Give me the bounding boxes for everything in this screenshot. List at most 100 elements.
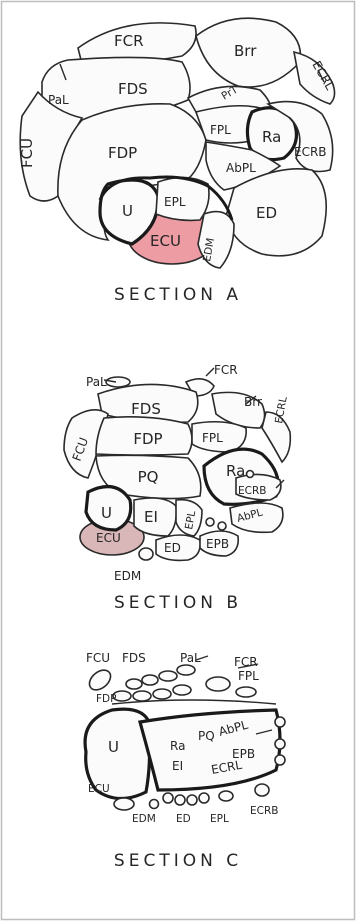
section-c-tendon [172, 684, 192, 696]
section-a-label-ed: ED [256, 204, 277, 222]
section-b-epb-muscle [199, 530, 240, 557]
section-a-label-brr: Brr [234, 42, 257, 60]
section-c-label-u: U [108, 738, 119, 756]
section-a: FCR Brr ECRL PaL FDS PrT FCU FPL Ra FDP … [18, 17, 337, 305]
section-c-label-edm: EDM [132, 813, 156, 825]
section-c-label-pq: PQ [198, 729, 215, 743]
section-c-tendon [158, 670, 178, 682]
section-b-label-pq: PQ [138, 468, 159, 486]
section-c: FCU FDS PaL FCR FPL FDP U Ra PQ AbPL EPB… [83, 651, 286, 871]
section-b-fdp-muscle [95, 416, 193, 456]
section-c-tendon [274, 738, 286, 750]
section-b-label-brr: Brr [244, 395, 262, 409]
section-a-label-epl: EPL [164, 195, 186, 209]
section-c-label-pal: PaL [180, 651, 201, 665]
section-a-ecrl-muscle [292, 50, 336, 105]
section-b-ecrl-muscle [261, 411, 292, 464]
section-a-label-fdp: FDP [108, 144, 137, 162]
section-c-fcu-muscle [88, 669, 112, 691]
section-a-u-bone [98, 178, 160, 246]
section-c-label-fdp: FDP [96, 693, 116, 705]
section-c-abpl-pointer [255, 729, 273, 735]
section-c-fcr-tendon [205, 676, 231, 692]
section-b-tendon [217, 521, 227, 531]
section-b-label-epb: EPB [206, 537, 229, 551]
section-c-label-ecrl: ECRL [210, 758, 243, 777]
section-b-label-ed: ED [164, 541, 181, 555]
section-c-ecu-tendon [113, 797, 135, 811]
section-c-tendon [186, 794, 198, 806]
section-c-epl-tendon [218, 790, 234, 802]
section-c-ecrb-tendon [254, 783, 270, 797]
section-b-fcu-muscle [63, 409, 109, 479]
section-c-tendon [274, 716, 286, 728]
section-a-label-u: U [122, 202, 133, 220]
section-b-label-fdp: FDP [133, 430, 162, 448]
section-c-tendon [132, 690, 152, 702]
section-a-label-ra: Ra [262, 128, 281, 146]
section-a-dorsal-contour [98, 175, 234, 221]
section-b-label-edm: EDM [114, 569, 141, 583]
section-b-label-u: U [101, 504, 112, 522]
section-a-label-ecu: ECU [150, 232, 181, 250]
section-c-label-fcu: FCU [86, 651, 110, 665]
section-c-label-ecu: ECU [88, 783, 110, 795]
section-b-label-pal: PaL [86, 375, 107, 389]
section-b-tendon [205, 517, 215, 527]
section-c-tendon [174, 794, 186, 806]
section-b: PaL FCR FDS Brr ECRL FCU FDP FPL PQ Ra E… [63, 363, 292, 613]
section-c-tendon [152, 688, 172, 700]
section-a-label-fcu: FCU [18, 138, 36, 168]
section-c-label-fds: FDS [122, 651, 146, 665]
section-c-label-ei: EI [172, 759, 183, 773]
section-b-label-ecrb: ECRB [238, 485, 266, 497]
section-c-label-fpl: FPL [238, 669, 259, 683]
section-c-edm-tendon [148, 798, 160, 810]
section-b-title: SECTION B [114, 593, 242, 613]
section-b-ecrb-muscle [235, 473, 282, 501]
section-b-pal-muscle [105, 376, 131, 388]
section-c-retinaculum [111, 699, 277, 705]
section-b-abpl-muscle [229, 502, 284, 534]
section-a-ed-muscle [225, 168, 328, 257]
section-b-brr-pointer [245, 395, 257, 405]
section-a-label-edm: EDM [201, 237, 217, 263]
section-c-tendon [125, 678, 143, 690]
section-b-label-fds: FDS [131, 400, 161, 418]
section-c-label-epb: EPB [232, 747, 255, 761]
section-b-ed-muscle [155, 534, 202, 562]
section-a-label-fcr: FCR [114, 32, 144, 50]
section-a-ecrl-pointer [317, 69, 325, 83]
section-b-label-ecu: ECU [96, 531, 121, 545]
section-a-label-pal: PaL [48, 93, 69, 107]
section-c-fpl-tendon [235, 686, 257, 698]
section-a-title: SECTION A [114, 285, 242, 305]
section-c-fpl-pointer [237, 663, 259, 669]
section-c-label-epl: EPL [210, 813, 229, 825]
section-a-edm-muscle [197, 210, 235, 269]
section-a-label-abpl: AbPL [226, 161, 256, 175]
section-b-label-fcr: FCR [214, 363, 238, 377]
section-b-fpl-muscle [191, 420, 247, 453]
section-b-label-ra: Ra [226, 462, 245, 480]
section-b-epl-muscle [175, 498, 203, 537]
section-c-tendon [198, 792, 210, 804]
section-c-title: SECTION C [114, 851, 242, 871]
section-c-tendon [162, 792, 174, 804]
section-c-ra-bone [137, 708, 282, 792]
section-a-pal-pointer [59, 63, 67, 81]
section-c-pal-pointer [195, 655, 209, 661]
section-c-tendon [141, 674, 159, 686]
section-a-label-ecrb: ECRB [294, 145, 327, 159]
section-b-pal-pointer [103, 379, 117, 383]
section-a-abpl-muscle [205, 141, 282, 191]
section-b-label-fpl: FPL [202, 431, 223, 445]
section-a-ecrb-muscle [265, 100, 334, 173]
section-c-label-ecrb: ECRB [250, 805, 278, 817]
section-c-label-ed: ED [176, 813, 191, 825]
section-b-label-ei: EI [144, 508, 158, 526]
section-b-edm-muscle [138, 547, 154, 561]
section-c-tendon [176, 664, 196, 676]
